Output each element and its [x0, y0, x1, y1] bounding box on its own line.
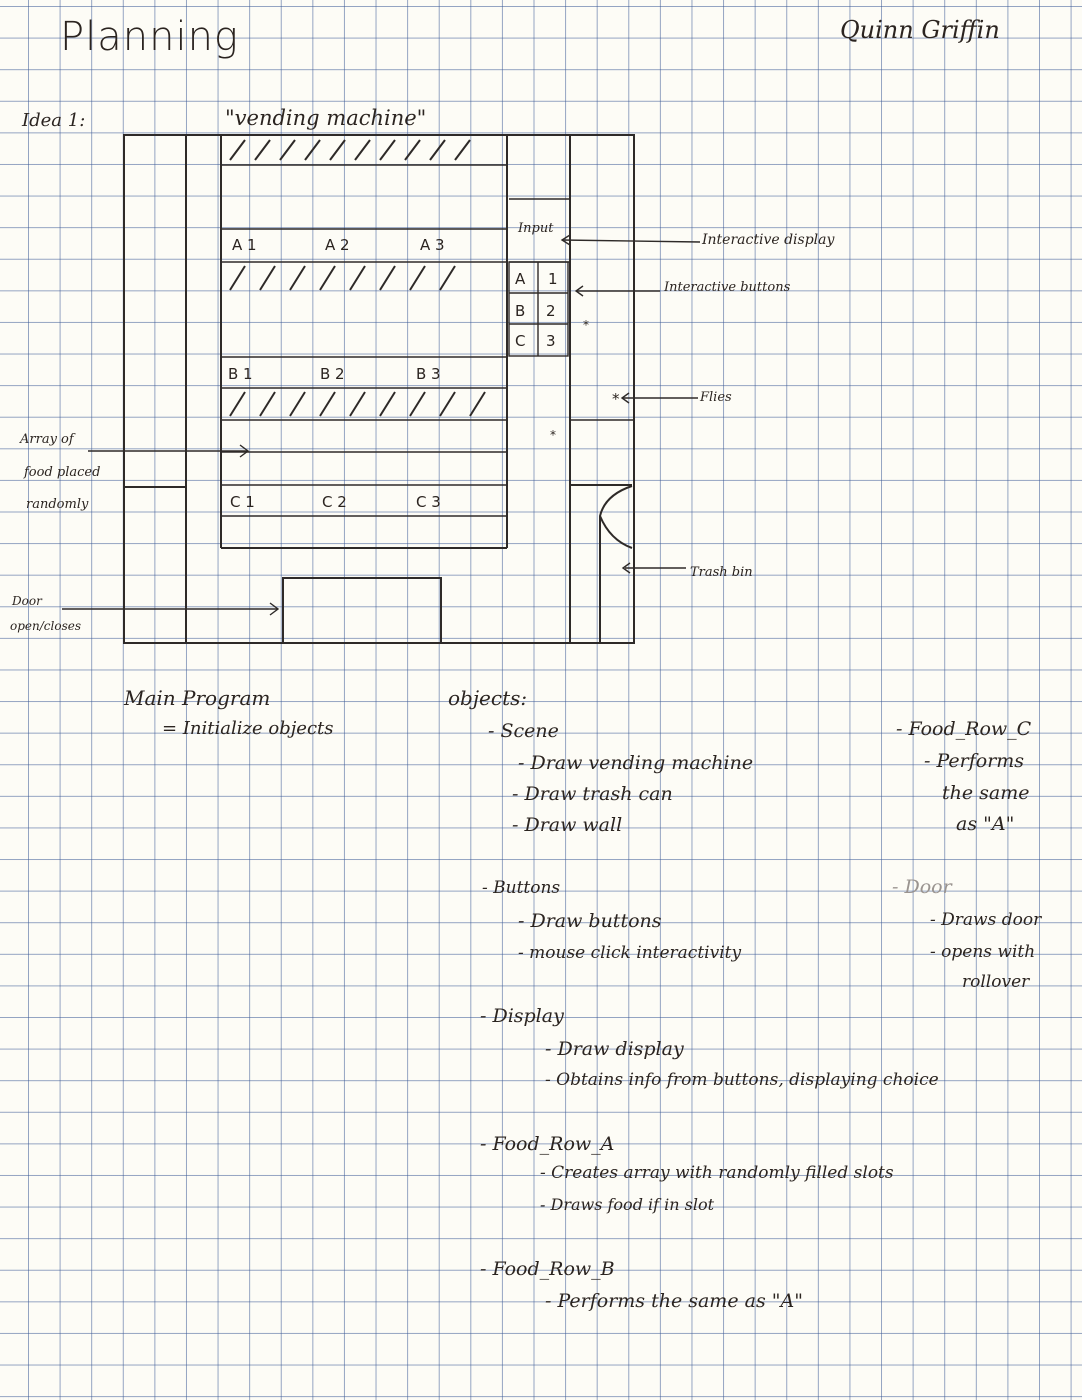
fly-icon: *	[550, 428, 556, 442]
button-a: A	[515, 270, 526, 288]
object-name: - Buttons	[482, 878, 561, 898]
annotation-interactive-display: Interactive display	[702, 232, 835, 248]
annotation-door-line1: Door	[12, 594, 42, 608]
object-item: - Obtains info from buttons, displaying …	[545, 1070, 939, 1090]
idea-label: Idea 1:	[22, 110, 86, 131]
object-item: - Draws door	[930, 910, 1042, 930]
annotation-array-line2: food placed	[24, 465, 101, 480]
annotation-array-line1: Array of	[20, 432, 74, 447]
object-name: - Food_Row_C	[896, 718, 1032, 740]
button-c: C	[515, 332, 526, 350]
slot-label: C 1	[230, 493, 255, 511]
display-input-label: Input	[518, 221, 554, 236]
fly-icon: *	[612, 390, 620, 408]
sketch-hatch-row-b	[229, 391, 486, 417]
page-title: Planning	[60, 14, 239, 60]
object-name: - Display	[480, 1005, 564, 1027]
slot-label: B 3	[416, 365, 441, 383]
object-name: - Food_Row_B	[480, 1258, 615, 1280]
slot-label: A 1	[232, 236, 257, 254]
object-item: - Draw trash can	[512, 783, 673, 805]
sketch-hatch-top	[229, 139, 471, 161]
main-program-item: = Initialize objects	[162, 718, 334, 739]
slot-label: C 3	[416, 493, 441, 511]
button-b: B	[515, 302, 526, 320]
slot-label: B 2	[320, 365, 345, 383]
object-item: - Performs	[924, 750, 1025, 772]
annotation-flies: Flies	[700, 390, 732, 405]
sketch-hatch-row-a	[229, 265, 456, 291]
object-name: - Food_Row_A	[480, 1133, 615, 1155]
object-item: - Performs the same as "A"	[545, 1290, 803, 1312]
fly-icon: *	[583, 318, 589, 332]
annotation-trash-bin: Trash bin	[690, 565, 753, 580]
button-3: 3	[546, 332, 556, 350]
object-item: - Draw wall	[512, 814, 623, 836]
vending-machine-sketch	[62, 134, 701, 644]
sketch-door	[282, 577, 442, 644]
annotation-door-line2: open/closes	[10, 619, 81, 633]
object-item: - Draw buttons	[518, 910, 662, 932]
slot-label: A 3	[420, 236, 445, 254]
main-program-heading: Main Program	[124, 686, 271, 710]
object-item: - mouse click interactivity	[518, 943, 742, 963]
author-name: Quinn Griffin	[840, 16, 1000, 44]
object-item: - Draw vending machine	[518, 752, 754, 774]
slot-label: C 2	[322, 493, 347, 511]
slot-label: A 2	[325, 236, 350, 254]
sketch-trash-bin	[598, 485, 633, 549]
idea-name: "vending machine"	[225, 106, 427, 130]
object-name: - Scene	[488, 720, 559, 742]
annotation-interactive-buttons: Interactive buttons	[664, 280, 791, 295]
object-item: - Draw display	[545, 1038, 684, 1060]
annotation-array-line3: randomly	[26, 497, 89, 512]
sketch-outer-frame	[123, 134, 635, 644]
object-item: - Draws food if in slot	[540, 1195, 715, 1214]
object-item: as "A"	[956, 813, 1015, 835]
objects-heading: objects:	[448, 686, 528, 710]
object-item: - Creates array with randomly filled slo…	[540, 1163, 894, 1183]
slot-label: B 1	[228, 365, 253, 383]
object-item: rollover	[962, 972, 1030, 992]
button-2: 2	[546, 302, 556, 320]
object-item: the same	[942, 782, 1030, 804]
object-name: - Door	[892, 876, 952, 898]
object-item: - opens with	[930, 942, 1036, 962]
button-1: 1	[548, 270, 558, 288]
